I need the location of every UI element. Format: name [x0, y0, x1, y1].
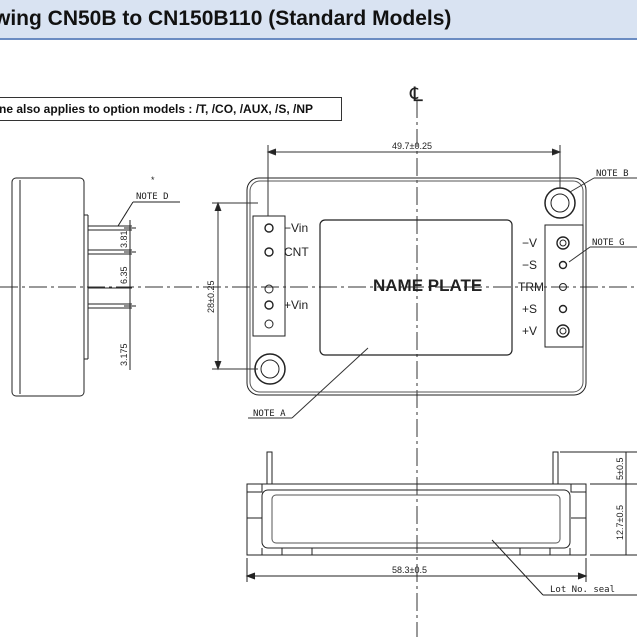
option-models-note-text: ne also applies to option models : /T, /…	[0, 102, 314, 116]
dim-pin-height: 5±0.5	[615, 458, 625, 480]
pin-neg-s: −S	[522, 258, 537, 272]
pin-pos-s: +S	[522, 302, 537, 316]
name-plate-label: NAME PLATE	[373, 276, 482, 295]
pin-neg-vin: −Vin	[284, 221, 308, 235]
dim-pitch-c: 3.175	[119, 343, 129, 366]
front-view	[245, 451, 637, 596]
note-b-label: NOTE B	[596, 169, 629, 179]
dim-width-top: 49.7±0.25	[392, 141, 432, 151]
option-models-note: ne also applies to option models : /T, /…	[0, 97, 342, 121]
page-title: wing CN50B to CN150B110 (Standard Models…	[0, 7, 452, 30]
top-view-dimensions	[212, 145, 637, 419]
dim-body-height: 12.7±0.5	[615, 505, 625, 540]
pin-trm: TRM	[518, 280, 544, 294]
pin-pos-vin: +Vin	[284, 298, 308, 312]
centerline-symbol: ℄	[409, 84, 423, 106]
dim-pitch-a: 3.81	[119, 230, 129, 248]
dim-width-bottom: 58.3±0.5	[392, 565, 427, 575]
pin-neg-v: −V	[522, 236, 537, 250]
note-d-asterisk: *	[151, 175, 155, 185]
lot-no-seal-label: Lot No. seal	[550, 585, 615, 595]
dim-pitch-b: 6.35	[119, 266, 129, 284]
side-view	[11, 177, 180, 397]
page-header: wing CN50B to CN150B110 (Standard Models…	[0, 0, 637, 40]
pin-pos-v: +V	[522, 324, 537, 338]
top-view-case	[246, 177, 587, 396]
pin-cnt: CNT	[284, 245, 309, 259]
note-a-label: NOTE A	[253, 409, 286, 419]
note-g-label: NOTE G	[592, 238, 625, 248]
dim-height: 28±0.25	[206, 281, 216, 313]
note-d-label: NOTE D	[136, 192, 169, 202]
